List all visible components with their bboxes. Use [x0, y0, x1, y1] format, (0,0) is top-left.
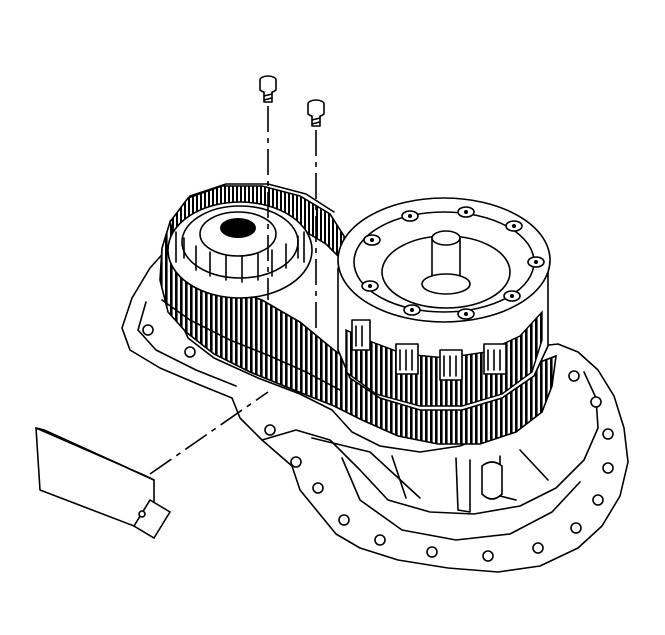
ring-windows	[351, 319, 507, 381]
flange-bolt-holes	[142, 324, 614, 562]
oil-baffle-plate	[35, 427, 171, 539]
sprocket-teeth	[183, 235, 299, 283]
drive-sprocket	[167, 201, 313, 299]
bolt-left	[259, 75, 277, 103]
bolt-right	[307, 99, 325, 127]
centerlines	[149, 106, 317, 475]
transfer-case-housing	[121, 247, 629, 573]
output-shaft	[421, 230, 471, 295]
driven-sprocket	[337, 197, 551, 411]
ring-lugs	[361, 206, 545, 320]
